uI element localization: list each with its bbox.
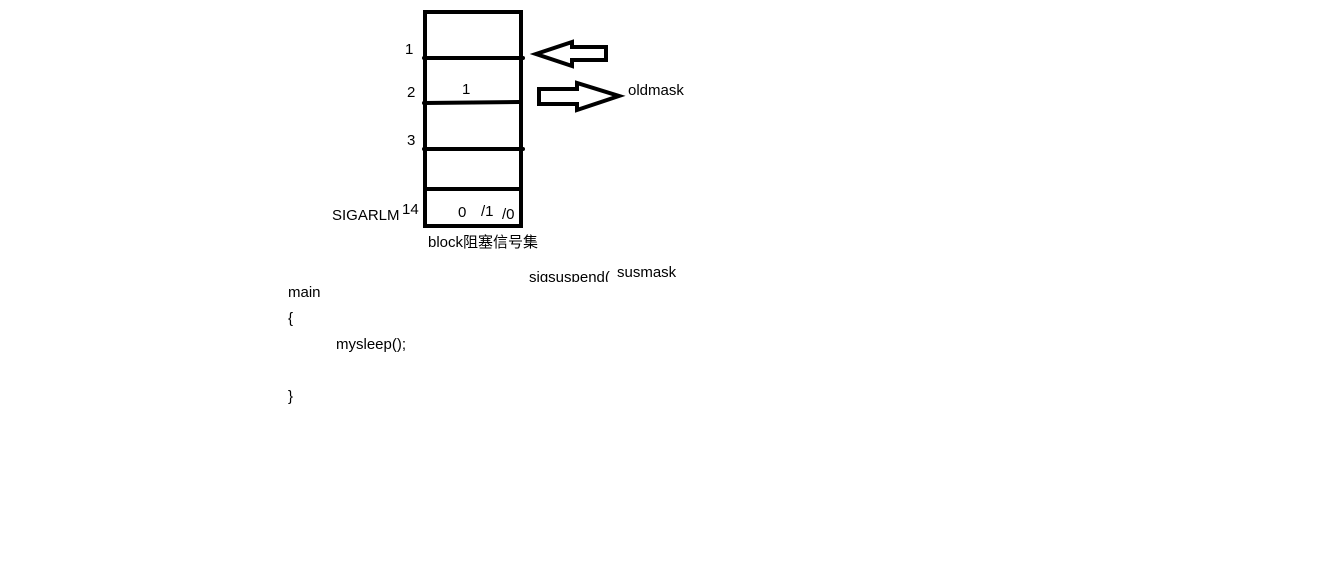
susmask-label: susmask [617,264,677,281]
row-number-3: 3 [407,132,415,149]
signal-number: 14 [402,201,419,218]
signal-label: SIGARLM [332,207,400,224]
cell-value-0: 0 [458,204,466,221]
code-line-main: main [288,284,321,301]
code-line-close-brace: } [288,388,294,405]
code-line-mysleep: mysleep(); [336,336,407,353]
row-number-2: 2 [407,84,415,101]
sigsuspend-call: sigsuspend( [529,269,619,282]
row-number-1: 1 [405,41,413,58]
row-2-value: 1 [462,81,470,98]
left-arrow-icon [529,39,608,69]
box-caption: block阻塞信号集 [428,233,538,251]
sigsuspend-call-text: sigsuspend( [529,269,610,282]
cell-value-1: /1 [481,203,494,220]
code-line-open-brace: { [288,310,294,327]
cell-value-2: /0 [502,206,515,223]
oldmask-label: oldmask [628,82,684,99]
right-arrow-icon [537,80,626,113]
block-set-box [423,10,523,228]
row-divider-2 [422,100,521,105]
